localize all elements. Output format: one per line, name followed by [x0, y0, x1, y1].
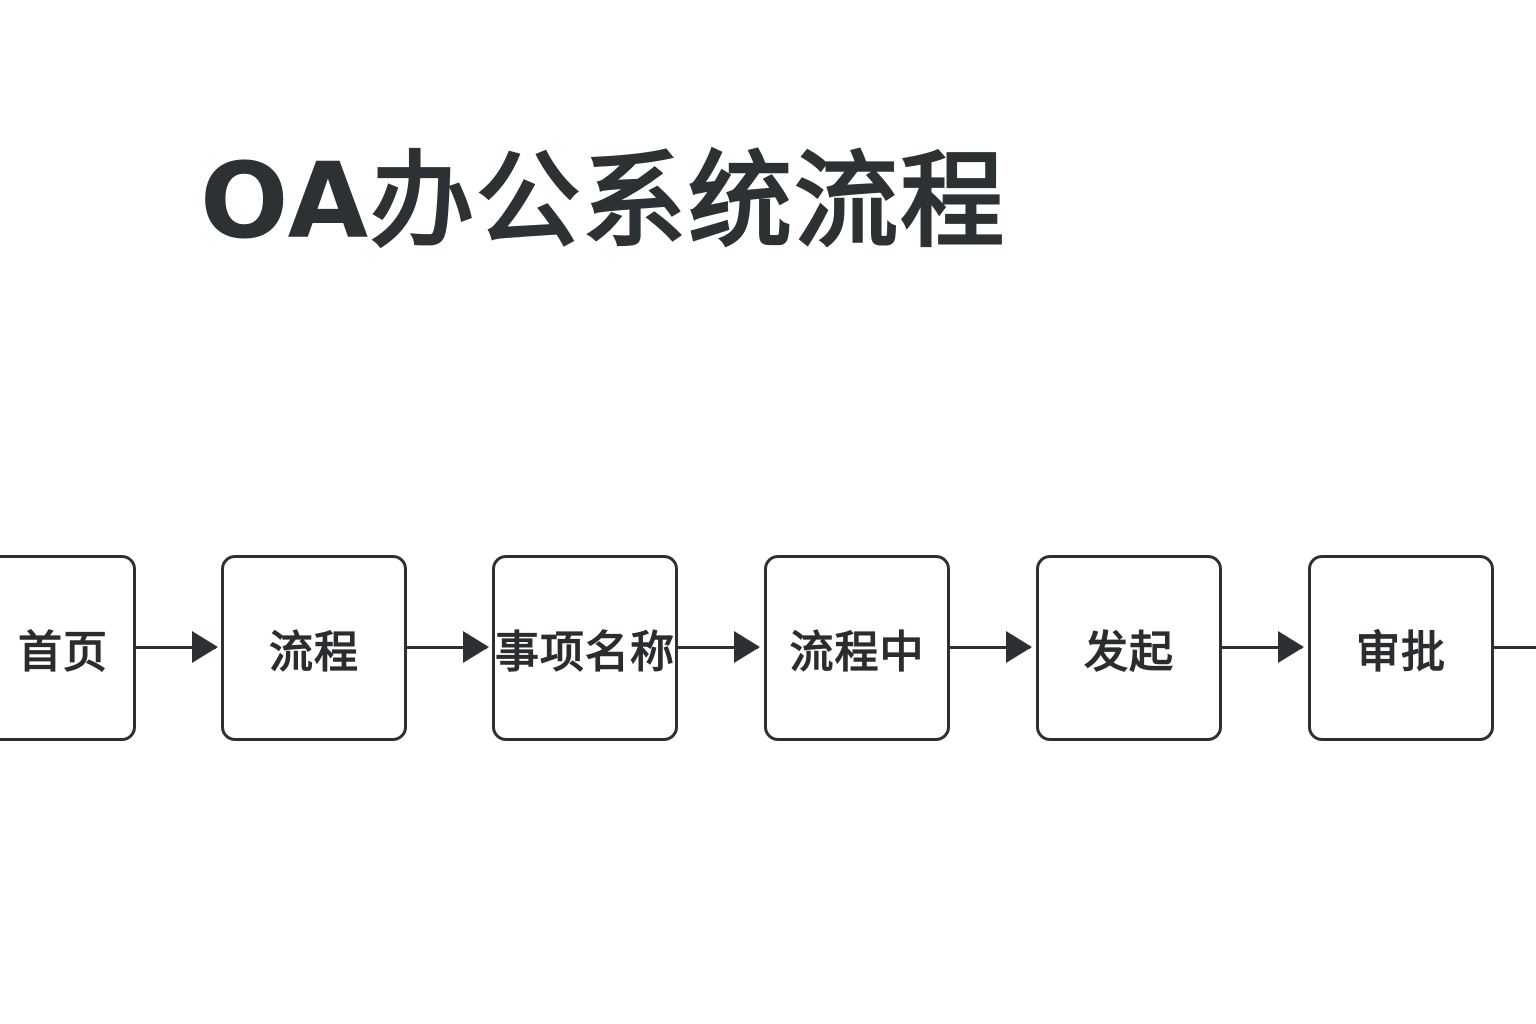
- flow-step-in-progress: 流程中: [764, 555, 950, 741]
- flow-step-home: 首页: [0, 555, 136, 741]
- flow-step-approve: 审批: [1308, 555, 1494, 741]
- flow-arrow: [950, 631, 1032, 663]
- flow-step-label: 发起: [1084, 627, 1174, 678]
- page-title: OA办公系统流程: [200, 140, 1007, 262]
- flow-step-label: 首页: [18, 627, 108, 678]
- flow-arrow: [407, 631, 489, 663]
- flow-arrow-tail: [1494, 646, 1536, 649]
- flow-step-label: 审批: [1356, 627, 1446, 678]
- flow-step-label: 流程中: [789, 627, 925, 678]
- flow-step-item-name: 事项名称: [492, 555, 678, 741]
- flow-step-process: 流程: [221, 555, 407, 741]
- flow-arrow: [136, 631, 218, 663]
- flow-step-initiate: 发起: [1036, 555, 1222, 741]
- flow-arrow: [1222, 631, 1304, 663]
- flow-arrow: [678, 631, 760, 663]
- flow-step-label: 流程: [269, 627, 359, 678]
- flow-step-label: 事项名称: [495, 627, 675, 678]
